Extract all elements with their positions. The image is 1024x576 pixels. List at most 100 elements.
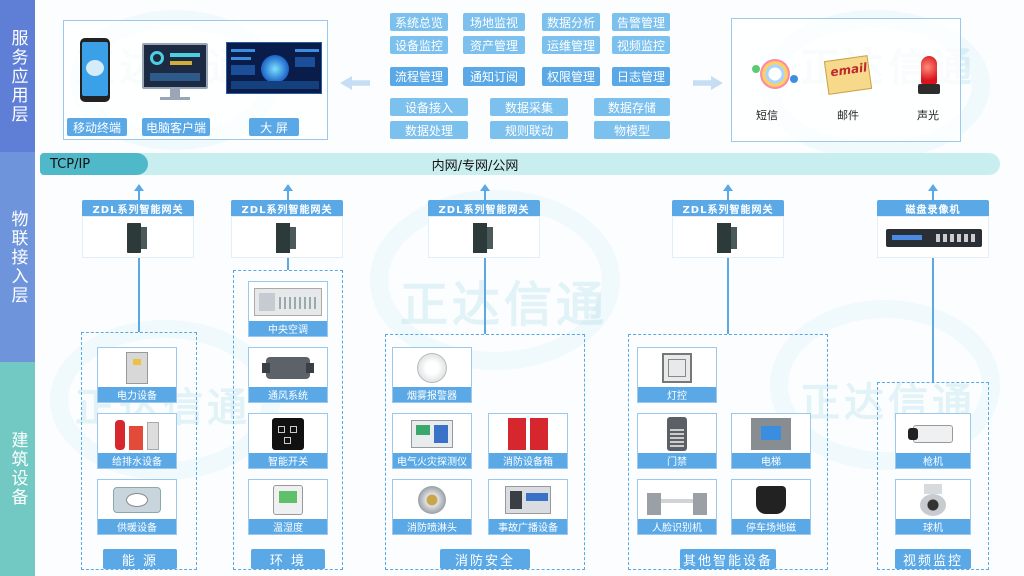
device-parking-sensor[interactable]: 停车场地磁 bbox=[731, 479, 811, 535]
device-label: 电力设备 bbox=[98, 387, 176, 402]
gateway-3-title: ZDL系列智能网关 bbox=[428, 200, 540, 216]
device-smart-switch[interactable]: 智能开关 bbox=[248, 413, 328, 469]
terminal-mobile-label[interactable]: 移动终端 bbox=[67, 118, 127, 136]
disk-recorder-icon bbox=[886, 229, 982, 247]
gateway-4-title: ZDL系列智能网关 bbox=[672, 200, 784, 216]
group-video bbox=[877, 382, 989, 570]
device-ventilation[interactable]: 通风系统 bbox=[248, 347, 328, 403]
gateway-1-body[interactable] bbox=[82, 216, 194, 258]
sms-icon bbox=[752, 55, 798, 97]
group-fire-safety-title: 消防安全 bbox=[440, 549, 530, 569]
func-rule-linkage[interactable]: 规则联动 bbox=[490, 121, 568, 139]
func-asset-management[interactable]: 资产管理 bbox=[463, 36, 525, 54]
device-face-recognition[interactable]: 人脸识别机 bbox=[637, 479, 717, 535]
up-arrow-icon bbox=[723, 184, 733, 191]
device-label: 烟雾报警器 bbox=[393, 387, 471, 402]
alarm-light-icon bbox=[918, 56, 940, 96]
desktop-monitor-icon bbox=[142, 43, 208, 89]
layer-service: 服务应用层 bbox=[0, 0, 35, 152]
nvr-body[interactable] bbox=[877, 216, 989, 258]
func-ops-management[interactable]: 运维管理 bbox=[542, 36, 600, 54]
big-screen-icon bbox=[226, 42, 322, 94]
device-label: 停车场地磁 bbox=[732, 519, 810, 534]
device-dome-camera[interactable]: 球机 bbox=[895, 479, 971, 535]
device-label: 球机 bbox=[896, 519, 970, 534]
device-label: 消防设备箱 bbox=[489, 453, 567, 468]
gateway-3-body[interactable] bbox=[428, 216, 540, 258]
device-central-ac[interactable]: 中央空调 bbox=[248, 281, 328, 337]
group-energy bbox=[81, 332, 197, 570]
gateway-2-title: ZDL系列智能网关 bbox=[231, 200, 343, 216]
layer-building: 建筑设备 bbox=[0, 362, 35, 576]
device-bullet-camera[interactable]: 枪机 bbox=[895, 413, 971, 469]
thermostat-icon bbox=[273, 484, 303, 515]
parking-sensor-icon bbox=[756, 485, 786, 514]
device-label: 给排水设备 bbox=[98, 453, 176, 468]
func-device-monitor[interactable]: 设备监控 bbox=[390, 36, 448, 54]
device-light-control[interactable]: 灯控 bbox=[637, 347, 717, 403]
broadcast-console-icon bbox=[505, 485, 551, 514]
func-device-access[interactable]: 设备接入 bbox=[390, 98, 468, 116]
gateway-device-icon bbox=[473, 223, 487, 253]
device-water[interactable]: 给排水设备 bbox=[97, 413, 177, 469]
notify-mail-label: 邮件 bbox=[837, 109, 859, 122]
group-environment bbox=[233, 270, 343, 570]
up-arrow-icon bbox=[928, 184, 938, 191]
device-thermostat[interactable]: 温湿度 bbox=[248, 479, 328, 535]
func-permission-management[interactable]: 权限管理 bbox=[542, 67, 600, 86]
device-electrical-fire-detector[interactable]: 电气火灾探测仪 bbox=[392, 413, 472, 469]
device-power[interactable]: 电力设备 bbox=[97, 347, 177, 403]
device-label: 事故广播设备 bbox=[489, 519, 567, 534]
email-envelope-icon: email bbox=[823, 55, 873, 95]
group-other-devices bbox=[628, 334, 828, 570]
device-broadcast[interactable]: 事故广播设备 bbox=[488, 479, 568, 535]
device-label: 电气火灾探测仪 bbox=[393, 453, 471, 468]
device-heating[interactable]: 供暖设备 bbox=[97, 479, 177, 535]
dome-camera-icon bbox=[918, 483, 948, 516]
smart-switch-icon bbox=[272, 417, 304, 450]
mobile-phone-icon bbox=[80, 38, 110, 102]
func-notification-subscribe[interactable]: 通知订阅 bbox=[463, 67, 525, 86]
device-elevator[interactable]: 电梯 bbox=[731, 413, 811, 469]
smoke-detector-icon bbox=[417, 352, 447, 383]
func-site-monitor[interactable]: 场地监视 bbox=[463, 13, 525, 31]
func-system-overview[interactable]: 系统总览 bbox=[390, 13, 448, 31]
device-label: 供暖设备 bbox=[98, 519, 176, 534]
group-other-devices-title: 其他智能设备 bbox=[680, 549, 776, 569]
func-log-management[interactable]: 日志管理 bbox=[612, 67, 670, 86]
group-environment-title: 环 境 bbox=[251, 549, 325, 569]
network-bar bbox=[40, 153, 1000, 175]
device-label: 消防喷淋头 bbox=[393, 519, 471, 534]
layer-iot: 物联接入层 bbox=[0, 152, 35, 362]
nvr-title: 磁盘录像机 bbox=[877, 200, 989, 216]
func-data-collection[interactable]: 数据采集 bbox=[490, 98, 568, 116]
func-process-management[interactable]: 流程管理 bbox=[390, 67, 448, 86]
device-smoke-alarm[interactable]: 烟雾报警器 bbox=[392, 347, 472, 403]
device-fire-equipment-box[interactable]: 消防设备箱 bbox=[488, 413, 568, 469]
gateway-1-title: ZDL系列智能网关 bbox=[82, 200, 194, 216]
gateway-4-body[interactable] bbox=[672, 216, 784, 258]
light-switch-icon bbox=[662, 352, 692, 383]
fire-detector-icon bbox=[411, 419, 453, 448]
func-data-processing[interactable]: 数据处理 bbox=[390, 121, 468, 139]
func-data-analysis[interactable]: 数据分析 bbox=[542, 13, 600, 31]
func-data-storage[interactable]: 数据存储 bbox=[594, 98, 670, 116]
ventilation-fan-icon bbox=[262, 356, 314, 379]
func-video-monitor[interactable]: 视频监控 bbox=[612, 36, 670, 54]
terminal-pc-label[interactable]: 电脑客户端 bbox=[142, 118, 210, 136]
func-alarm-management[interactable]: 告警管理 bbox=[612, 13, 670, 31]
device-sprinkler[interactable]: 消防喷淋头 bbox=[392, 479, 472, 535]
device-access-control[interactable]: 门禁 bbox=[637, 413, 717, 469]
elevator-icon bbox=[751, 417, 791, 450]
device-label: 枪机 bbox=[896, 453, 970, 468]
arrow-right-icon bbox=[693, 76, 723, 90]
terminal-screen-label[interactable]: 大 屏 bbox=[249, 118, 299, 136]
up-arrow-icon bbox=[134, 184, 144, 191]
water-pump-icon bbox=[113, 418, 161, 450]
power-cabinet-icon bbox=[126, 351, 148, 384]
device-label: 通风系统 bbox=[249, 387, 327, 402]
func-thing-model[interactable]: 物模型 bbox=[594, 121, 670, 139]
gateway-device-icon bbox=[276, 223, 290, 253]
gateway-2-body[interactable] bbox=[231, 216, 343, 258]
device-label: 智能开关 bbox=[249, 453, 327, 468]
